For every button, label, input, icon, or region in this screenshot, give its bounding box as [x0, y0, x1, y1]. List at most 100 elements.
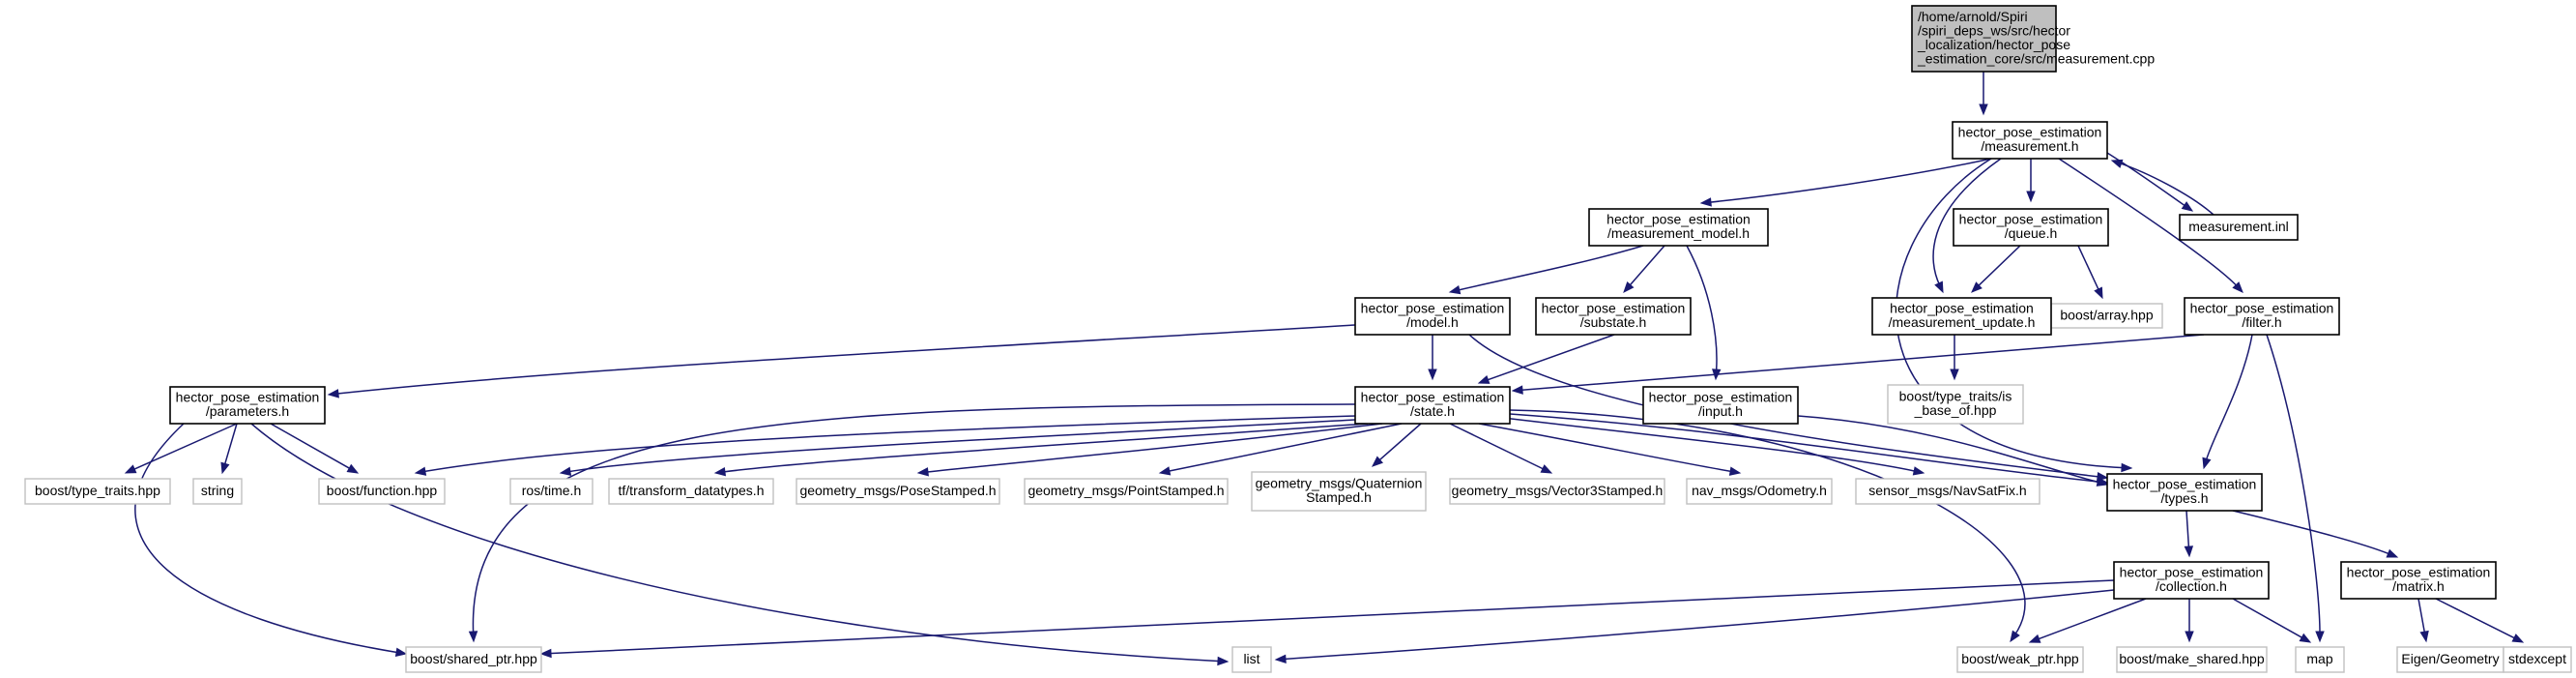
node-tf-transform: tf/transform_datatypes.h: [608, 478, 774, 505]
edge-parameters-h-to-string: [223, 423, 238, 466]
node-box: [318, 478, 446, 505]
node-filter-h[interactable]: hector_pose_estimation/filter.h: [2184, 297, 2340, 336]
node-box: [1231, 646, 1272, 673]
node-shared-ptr: boost/shared_ptr.hpp: [405, 646, 542, 673]
node-stdexcept: stdexcept: [2503, 646, 2572, 673]
node-box: [1686, 478, 1833, 505]
node-measurement-update-h[interactable]: hector_pose_estimation/measurement_updat…: [1871, 297, 2052, 336]
node-label-line: hector_pose_estimation: [1542, 301, 1686, 316]
node-label-line: /measurement_update.h: [1889, 314, 2036, 330]
node-measurement-model-h[interactable]: hector_pose_estimation/measurement_model…: [1588, 208, 1769, 247]
node-box: [1251, 471, 1427, 512]
node-label-line: /measurement.h: [1981, 138, 2078, 154]
edge-collection-h-to-list: [1283, 589, 2115, 661]
node-label-line: _base_of.hpp: [1914, 402, 1997, 418]
node-measurement-inl[interactable]: measurement.inl: [2179, 214, 2299, 241]
nodes-layer: /home/arnold/Spiri/spiri_deps_ws/src/hec…: [24, 5, 2572, 673]
node-label-line: hector_pose_estimation: [2113, 477, 2257, 492]
node-make-shared: boost/make_shared.hpp: [2116, 646, 2268, 673]
node-label-line: string: [201, 483, 234, 498]
node-measurement-h[interactable]: hector_pose_estimation/measurement.h: [1952, 121, 2108, 160]
node-box: [2106, 473, 2263, 512]
edge-queue-h-to-measurement-update-h: [1977, 245, 2021, 288]
node-label-line: hector_pose_estimation: [1649, 390, 1793, 405]
edge-substate-h-to-state-h-arrowhead: [1477, 375, 1491, 384]
edge-state-h-to-ros-time: [567, 419, 1356, 473]
edge-measurement-h-to-types-h: [1895, 158, 2125, 469]
edge-measurement-h-to-filter-h-arrowhead: [2232, 281, 2243, 293]
edge-filter-h-to-types-h: [2205, 334, 2253, 461]
edge-measurement-model-h-to-model-h-arrowhead: [1448, 284, 1462, 295]
edge-state-h-to-navsatfix-arrowhead: [1912, 466, 1925, 476]
node-label-line: boost/weak_ptr.hpp: [1961, 651, 2079, 666]
edge-state-h-to-weak-ptr-arrowhead: [2010, 630, 2020, 643]
node-odometry: nav_msgs/Odometry.h: [1686, 478, 1833, 505]
edge-measurement-h-to-measurement-inl: [2106, 152, 2186, 208]
edge-model-h-to-parameters-h: [335, 324, 1356, 395]
node-matrix-h[interactable]: hector_pose_estimation/matrix.h: [2340, 561, 2497, 600]
node-box: [2113, 561, 2270, 600]
node-box: [796, 478, 1000, 505]
edge-state-h-to-pose-stamped-arrowhead: [916, 467, 929, 477]
node-box: [1642, 386, 1799, 425]
edge-filter-h-to-state-h-arrowhead: [1511, 385, 1523, 395]
node-box: [608, 478, 774, 505]
node-state-h[interactable]: hector_pose_estimation/state.h: [1354, 386, 1511, 425]
node-collection-h[interactable]: hector_pose_estimation/collection.h: [2113, 561, 2270, 600]
edge-matrix-h-to-stdexcept: [2435, 598, 2517, 640]
node-box: [405, 646, 542, 673]
node-ros-time: ros/time.h: [509, 478, 593, 505]
edge-measurement-inl-to-measurement-h-arrowhead: [2110, 159, 2124, 168]
edges-layer: [124, 72, 2525, 666]
node-vector3-stamped: geometry_msgs/Vector3Stamped.h: [1449, 478, 1665, 505]
node-root[interactable]: /home/arnold/Spiri/spiri_deps_ws/src/hec…: [1911, 5, 2155, 73]
edge-filter-h-to-map: [2266, 334, 2321, 634]
edge-state-h-to-boost-function-arrowhead: [414, 466, 427, 476]
node-label-line: tf/transform_datatypes.h: [619, 483, 765, 498]
edge-measurement-h-to-queue-h-arrowhead: [2026, 191, 2036, 203]
node-queue-h[interactable]: hector_pose_estimation/queue.h: [1953, 208, 2109, 247]
node-type-traits-is-base: boost/type_traits/is_base_of.hpp: [1887, 384, 2024, 425]
node-weak-ptr: boost/weak_ptr.hpp: [1956, 646, 2084, 673]
edge-state-h-to-odometry-arrowhead: [1728, 466, 1742, 476]
node-box: [1911, 5, 2057, 73]
edge-input-h-to-types-h: [1797, 415, 2100, 484]
edge-state-h-to-types-h: [1509, 413, 2100, 483]
node-box: [1354, 386, 1511, 425]
edge-types-h-to-collection-h-arrowhead: [2184, 545, 2194, 558]
node-box: [1855, 478, 2041, 505]
node-parameters-h[interactable]: hector_pose_estimation/parameters.h: [169, 386, 326, 425]
edge-queue-h-to-measurement-update-h-arrowhead: [1971, 281, 1983, 293]
node-label-line: boost/make_shared.hpp: [2119, 651, 2264, 666]
edge-measurement-model-h-to-substate-h-arrowhead: [1623, 280, 1635, 294]
node-label-line: /spiri_deps_ws/src/hector: [1918, 23, 2070, 39]
edge-collection-h-to-weak-ptr-arrowhead: [2028, 634, 2041, 643]
node-types-h[interactable]: hector_pose_estimation/types.h: [2106, 473, 2263, 512]
node-substate-h[interactable]: hector_pose_estimation/substate.h: [1535, 297, 1692, 336]
edge-state-h-to-shared-ptr: [472, 403, 1356, 634]
node-eigen-geometry: Eigen/Geometry: [2396, 646, 2504, 673]
node-box: [2503, 646, 2572, 673]
node-input-h[interactable]: hector_pose_estimation/input.h: [1642, 386, 1799, 425]
edge-measurement-inl-to-measurement-h: [2119, 162, 2214, 216]
node-label-line: /queue.h: [2005, 225, 2058, 241]
node-label-line: boost/shared_ptr.hpp: [410, 651, 537, 666]
node-box: [2116, 646, 2268, 673]
node-navsatfix: sensor_msgs/NavSatFix.h: [1855, 478, 2041, 505]
node-label-line: sensor_msgs/NavSatFix.h: [1868, 483, 2026, 498]
edge-measurement-model-h-to-substate-h: [1628, 245, 1665, 287]
node-label-line: boost/type_traits.hpp: [35, 483, 160, 498]
edge-parameters-h-to-boost-function: [270, 423, 352, 470]
node-label-line: measurement.inl: [2188, 219, 2289, 234]
edge-parameters-h-to-string-arrowhead: [220, 461, 230, 475]
edge-measurement-h-to-measurement-update-h: [1932, 158, 2002, 286]
node-point-stamped: geometry_msgs/PointStamped.h: [1024, 478, 1229, 505]
node-label-line: geometry_msgs/PoseStamped.h: [799, 483, 996, 498]
edge-state-h-to-point-stamped-arrowhead: [1158, 466, 1172, 476]
edge-state-h-to-tf-transform: [722, 423, 1369, 473]
node-string: string: [192, 478, 243, 505]
node-model-h[interactable]: hector_pose_estimation/model.h: [1354, 297, 1511, 336]
node-box: [2179, 214, 2299, 241]
node-box: [1024, 478, 1229, 505]
edge-collection-h-to-shared-ptr-arrowhead: [539, 648, 552, 659]
